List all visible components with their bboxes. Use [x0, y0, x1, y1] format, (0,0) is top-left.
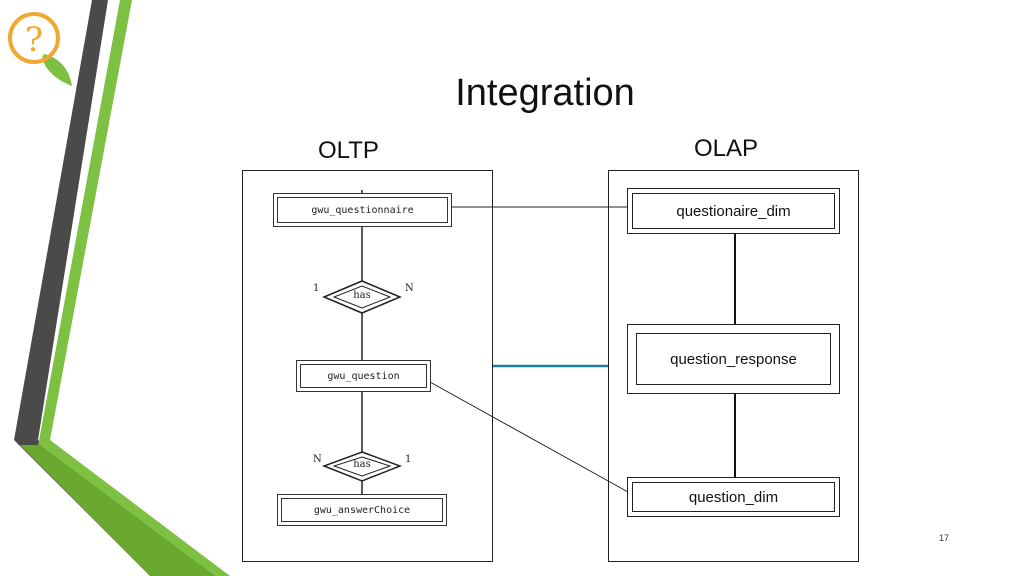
olap-label: OLAP	[694, 135, 759, 162]
table-question-response: question_response	[627, 324, 840, 394]
green-bottom-band	[20, 445, 215, 576]
map-line-question	[429, 381, 629, 493]
dark-stripe	[14, 0, 230, 576]
logo: ?	[4, 6, 74, 86]
cardinality-2-right: 1	[405, 454, 412, 465]
entity-answer-choice-label: gwu_answerChoice	[281, 498, 443, 522]
relationship-diamond-1	[322, 280, 402, 314]
relationship-diamond-2	[321, 451, 403, 482]
logo-ring	[8, 12, 60, 64]
entity-question-label: gwu_question	[300, 364, 427, 388]
green-stripe	[38, 0, 230, 576]
oltp-label: OLTP	[318, 137, 379, 164]
table-question-response-label: question_response	[636, 333, 831, 385]
page-number: 17	[939, 533, 950, 543]
entity-question: gwu_question	[296, 360, 431, 392]
entity-answer-choice: gwu_answerChoice	[277, 494, 447, 526]
cardinality-2-left: N	[313, 454, 322, 465]
entity-questionnaire-label: gwu_questionnaire	[277, 197, 448, 223]
table-questionnaire-dim-label: questionaire_dim	[632, 193, 835, 229]
leaf-icon	[42, 54, 72, 86]
slide-title: Integration	[455, 72, 635, 114]
entity-questionnaire: gwu_questionnaire	[273, 193, 452, 227]
table-question-dim-label: question_dim	[632, 482, 835, 512]
question-mark-icon: ?	[25, 20, 43, 60]
table-question-dim: question_dim	[627, 477, 840, 517]
relationship-label-1: has	[353, 290, 371, 301]
cardinality-1-right: N	[405, 283, 414, 294]
cardinality-1-left: 1	[313, 283, 320, 294]
table-questionnaire-dim: questionaire_dim	[627, 188, 840, 234]
relationship-label-2: has	[353, 459, 371, 470]
decorative-stripes	[14, 0, 230, 576]
